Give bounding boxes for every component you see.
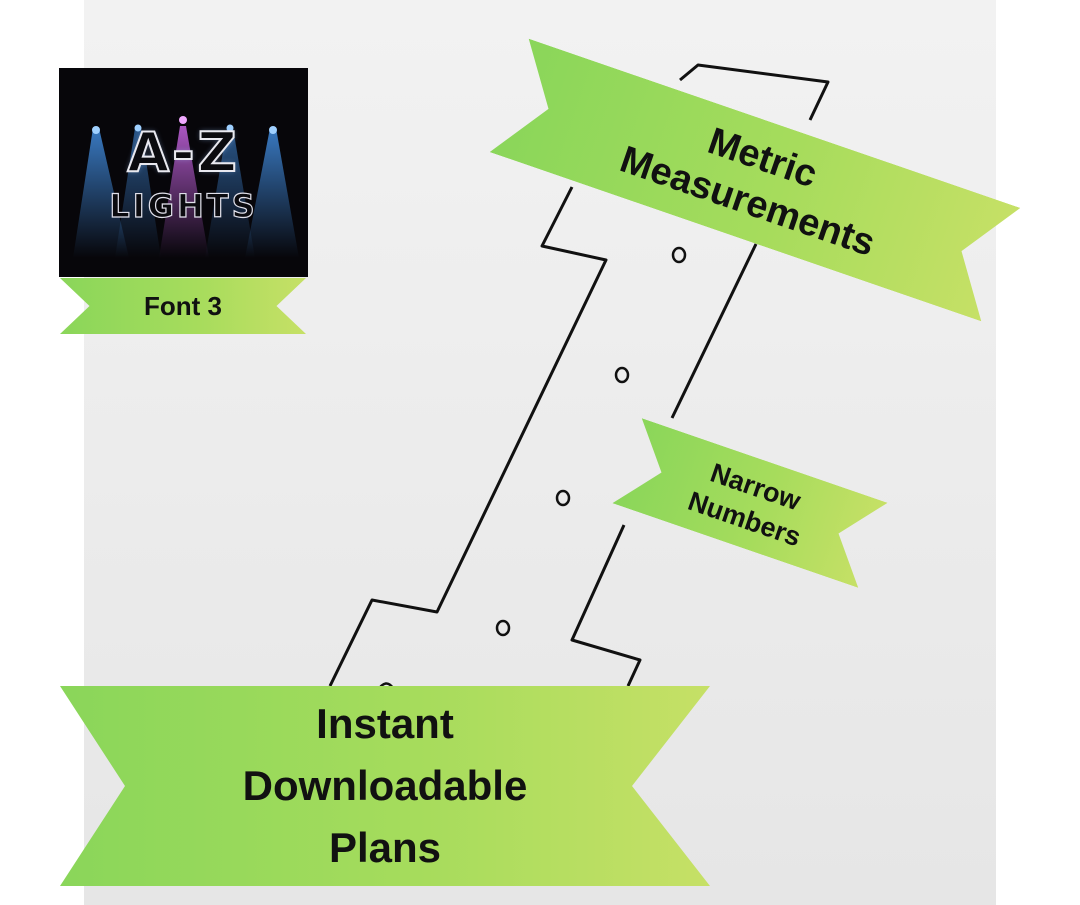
- logo-subtitle: LIGHTS: [109, 187, 258, 225]
- spotlight-icon: [73, 116, 299, 258]
- font-badge: Font 3: [60, 278, 306, 334]
- hole-3: [555, 489, 571, 507]
- mounting-holes: [376, 246, 687, 691]
- instant-banner-line-3: Plans: [328, 824, 442, 871]
- logo: A-Z LIGHTS: [59, 68, 308, 277]
- instant-banner-line-2: Downloadable: [242, 762, 528, 809]
- hole-1: [671, 246, 687, 264]
- instant-banner: Instant Downloadable Plans: [60, 686, 710, 886]
- instant-banner-line-1: Instant: [316, 700, 454, 747]
- hole-2: [614, 366, 630, 384]
- logo-title: A-Z: [126, 121, 240, 184]
- hole-4: [495, 619, 511, 637]
- font-badge-label: Font 3: [144, 290, 222, 321]
